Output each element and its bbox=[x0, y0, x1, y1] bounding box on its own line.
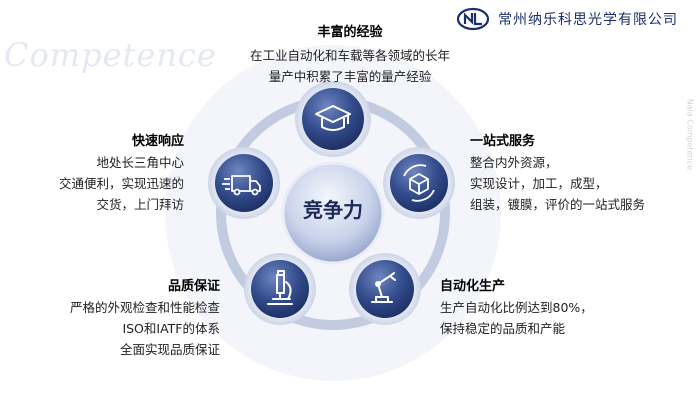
block-top: 丰富的经验 在工业自动化和车载等各领域的长年 量产中积累了丰富的量产经验 bbox=[220, 22, 480, 87]
block-line: 在工业自动化和车载等各领域的长年 bbox=[249, 48, 450, 63]
logo-mark bbox=[456, 7, 490, 31]
block-title: 快速响应 bbox=[131, 134, 184, 149]
center-label: 竞争力 bbox=[303, 198, 363, 222]
node-bottom-right bbox=[349, 253, 421, 325]
node-left bbox=[208, 147, 280, 219]
cube-cycle-icon bbox=[403, 164, 435, 202]
block-title: 品质保证 bbox=[167, 279, 220, 294]
block-bottom-left: 品质保证 严格的外观检查和性能检查 ISO和IATF的体系 全面实现品质保证 bbox=[20, 276, 220, 360]
company-logo: 常州纳乐科思光学有限公司 bbox=[456, 6, 678, 32]
watermark-text: Competence bbox=[4, 36, 217, 74]
block-line: 地处长三角中心 bbox=[96, 155, 184, 170]
block-line: 组装，镀膜，评价的一站式服务 bbox=[470, 197, 646, 212]
block-title: 自动化生产 bbox=[440, 279, 506, 294]
block-line: 交通便利，实现迅速的 bbox=[58, 176, 184, 191]
block-line: 量产中积累了丰富的量产经验 bbox=[268, 69, 432, 84]
block-line: ISO和IATF的体系 bbox=[122, 321, 220, 336]
block-line: 保持稳定的品质和产能 bbox=[440, 321, 566, 336]
block-line: 交货，上门拜访 bbox=[96, 197, 184, 212]
block-line: 全面实现品质保证 bbox=[119, 342, 220, 357]
node-top bbox=[295, 81, 371, 157]
graduation-cap-icon bbox=[315, 105, 351, 131]
block-title: 丰富的经验 bbox=[317, 25, 383, 40]
microscope-icon bbox=[267, 270, 293, 305]
company-name: 常州纳乐科思光学有限公司 bbox=[498, 12, 678, 28]
block-line: 生产自动化比例达到80%， bbox=[440, 300, 593, 315]
delivery-truck-icon bbox=[222, 175, 261, 196]
block-left: 快速响应 地处长三角中心 交通便利，实现迅速的 交货，上门拜访 bbox=[20, 131, 184, 215]
block-line: 实现设计，加工，成型， bbox=[470, 176, 608, 191]
center-circle bbox=[281, 161, 385, 265]
block-title: 一站式服务 bbox=[470, 134, 536, 149]
node-right bbox=[383, 147, 455, 219]
block-right: 一站式服务 整合内外资源， 实现设计，加工，成型， 组装，镀膜，评价的一站式服务 bbox=[470, 131, 690, 215]
block-line: 整合内外资源， bbox=[470, 155, 558, 170]
robot-arm-icon bbox=[371, 272, 396, 303]
node-bottom-left bbox=[244, 253, 316, 325]
block-line: 严格的外观检查和性能检查 bbox=[69, 300, 220, 315]
block-bottom-right: 自动化生产 生产自动化比例达到80%， 保持稳定的品质和产能 bbox=[440, 276, 660, 339]
